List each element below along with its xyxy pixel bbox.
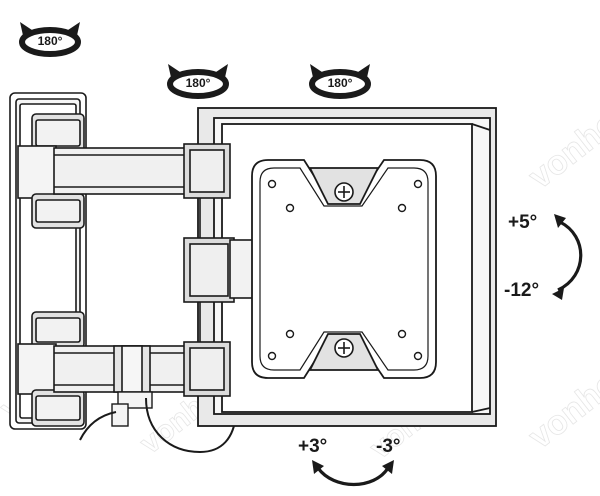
tilt-up-label: +5° [508, 212, 537, 233]
rotation-label: 180° [328, 76, 353, 90]
swivel-right-label: -3° [376, 436, 401, 457]
tilt-arrow-icon [557, 220, 583, 292]
screw [334, 338, 354, 358]
screw [334, 182, 354, 202]
tilt-down-label: -12° [504, 280, 539, 301]
arrow-head-icon [312, 460, 324, 474]
arrow-icon [358, 64, 370, 82]
watermark: vonho [522, 364, 600, 457]
arrow-icon [168, 64, 180, 82]
arrow-head-icon [382, 460, 394, 474]
rotation-label: 180° [186, 76, 211, 90]
tilt-indicator: +5° -12° [504, 212, 583, 301]
swivel-arrow-icon [316, 466, 390, 487]
cable [79, 397, 237, 454]
rotation-label: 180° [38, 34, 63, 48]
arrow-head-icon [552, 288, 564, 300]
swivel-left-label: +3° [298, 436, 327, 457]
swivel-indicator: +3° -3° [298, 436, 401, 487]
arrow-head-icon [554, 214, 566, 228]
cable-clip [111, 391, 153, 427]
arrow-icon [310, 64, 322, 82]
upper-wall-bracket [17, 113, 85, 229]
lower-arm [53, 345, 189, 393]
arrow-icon [20, 22, 32, 40]
upper-arm [53, 147, 189, 195]
mounting-holes [267, 179, 423, 361]
lower-wall-bracket [17, 311, 85, 427]
watermark: vonho [522, 104, 600, 197]
arrow-icon [216, 64, 228, 82]
rotation-badge-head: 180° [309, 64, 371, 99]
rotation-badge-arm: 180° [167, 64, 229, 99]
arrow-icon [68, 22, 80, 40]
rotation-badge-wall: 180° [19, 22, 81, 57]
